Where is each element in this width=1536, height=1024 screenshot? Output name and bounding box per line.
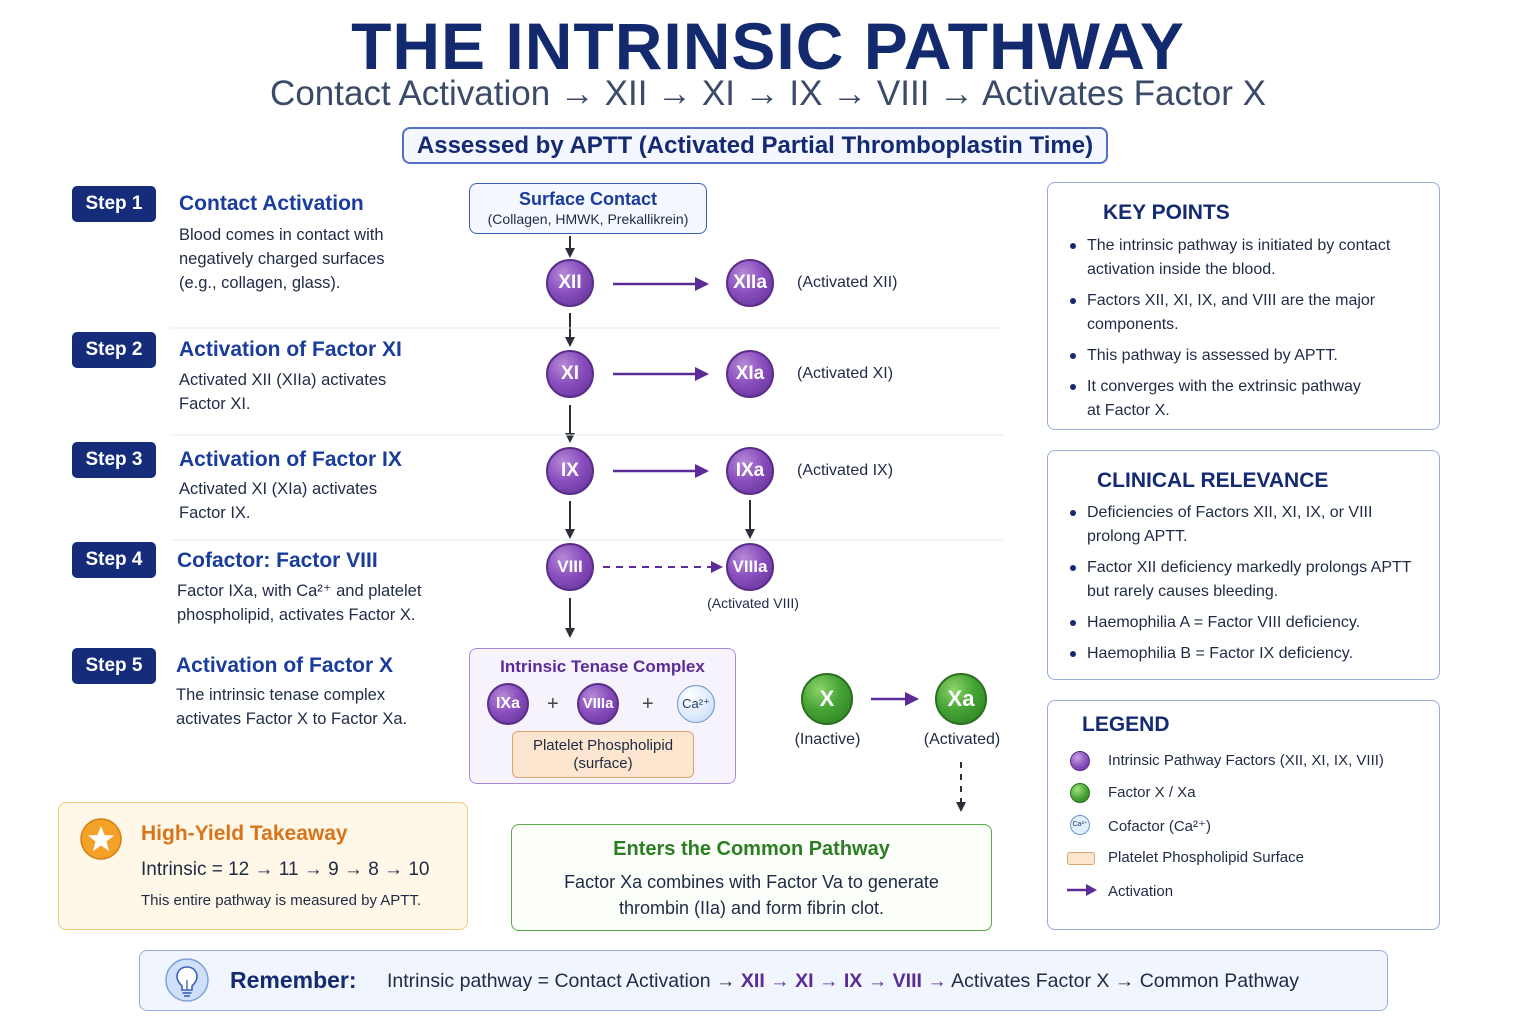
list-item: Haemophilia B = Factor IX deficiency. (1067, 642, 1432, 666)
legend-item: Cofactor (Ca²⁺) (1108, 818, 1211, 835)
clinical-relevance-title: CLINICAL RELEVANCE (1097, 469, 1329, 492)
factor-xa-node: Xa (935, 673, 987, 725)
factor-xia-node: XIa (726, 350, 774, 398)
tenase-ixa-node: IXa (487, 683, 529, 725)
step-3-title: Activation of Factor IX (179, 448, 402, 471)
purple-circle-icon (1070, 751, 1090, 771)
common-pathway-box: Enters the Common Pathway Factor Xa comb… (511, 824, 992, 931)
factor-ixa-label: (Activated IX) (797, 462, 894, 479)
step-1-title: Contact Activation (179, 192, 364, 215)
common-pathway-title: Enters the Common Pathway (613, 838, 890, 860)
takeaway-formula: Intrinsic = 12 → 11 → 9 → 8 → 10 (141, 859, 430, 880)
surface-contact-title: Surface Contact (518, 189, 658, 209)
factor-xii-node: XII (546, 259, 594, 307)
step-1-desc: Blood comes in contact with negatively c… (179, 226, 385, 292)
remember-bar: Remember: Intrinsic pathway = Contact Ac… (139, 950, 1388, 1011)
list-item: Factors XII, XI, IX, and VIII are the ma… (1067, 289, 1427, 337)
plus-sign: + (547, 693, 559, 715)
factor-viiia-node: VIIIa (726, 543, 774, 591)
remember-text: Intrinsic pathway = Contact Activation →… (387, 970, 1300, 992)
factor-xi-node: XI (546, 350, 594, 398)
key-points-panel: KEY POINTS The intrinsic pathway is init… (1047, 182, 1440, 430)
step-4-desc: Factor IXa, with Ca²⁺ and platelet phosp… (177, 582, 422, 624)
green-circle-icon (1070, 783, 1090, 803)
aptt-banner: Assessed by APTT (Activated Partial Thro… (402, 127, 1108, 164)
factor-x-node: X (801, 673, 853, 725)
plus-sign: + (642, 693, 654, 715)
takeaway-note: This entire pathway is measured by APTT. (141, 892, 422, 909)
page-subtitle: Contact Activation → XII → XI → IX → VII… (270, 74, 1266, 113)
phospholipid-line1: Platelet Phospholipid (532, 737, 674, 754)
step-3-badge: Step 3 (72, 442, 156, 478)
clinical-relevance-list: Deficiencies of Factors XII, XI, IX, or … (1067, 501, 1432, 673)
list-item: Factor XII deficiency markedly prolongs … (1067, 556, 1432, 604)
common-pathway-text: Factor Xa combines with Factor Va to gen… (564, 872, 939, 918)
tenase-title: Intrinsic Tenase Complex (500, 657, 705, 676)
step-4-title: Cofactor: Factor VIII (177, 549, 378, 572)
step-5-badge: Step 5 (72, 648, 156, 684)
platelet-phospholipid-box: Platelet Phospholipid (surface) (512, 731, 694, 778)
remember-label: Remember: (230, 967, 357, 993)
takeaway-box: High-Yield Takeaway Intrinsic = 12 → 11 … (58, 802, 468, 930)
step-5-desc: The intrinsic tenase complex activates F… (176, 686, 408, 728)
legend-panel: LEGEND Intrinsic Pathway Factors (XII, X… (1047, 700, 1440, 930)
surface-contact-box: Surface Contact (Collagen, HMWK, Prekall… (469, 183, 707, 234)
legend-item: Factor X / Xa (1108, 784, 1196, 801)
factor-viii-node: VIII (546, 543, 594, 591)
list-item: This pathway is assessed by APTT. (1067, 344, 1427, 368)
factor-ix-node: IX (546, 447, 594, 495)
key-points-title: KEY POINTS (1103, 201, 1230, 224)
takeaway-title: High-Yield Takeaway (141, 822, 348, 845)
phospholipid-swatch-icon (1067, 852, 1095, 865)
step-2-badge: Step 2 (72, 332, 156, 368)
tenase-complex-box: Intrinsic Tenase Complex IXa + VIIIa + C… (469, 648, 736, 784)
arrow-icon (1067, 884, 1097, 896)
factor-viiia-label: (Activated VIII) (707, 595, 799, 611)
factor-ixa-node: IXa (726, 447, 774, 495)
legend-title: LEGEND (1082, 713, 1170, 736)
tenase-viiia-node: VIIIa (577, 683, 619, 725)
legend-item: Activation (1108, 883, 1174, 900)
list-item: Haemophilia A = Factor VIII deficiency. (1067, 611, 1432, 635)
step-5-title: Activation of Factor X (176, 654, 394, 677)
legend-item: Intrinsic Pathway Factors (XII, XI, IX, … (1108, 752, 1384, 769)
factor-xa-label: (Activated) (923, 731, 1001, 748)
step-4-badge: Step 4 (72, 542, 156, 578)
step-2-title: Activation of Factor XI (179, 338, 402, 361)
step-3-desc: Activated XI (XIa) activates Factor IX. (179, 480, 378, 522)
step-1-badge: Step 1 (72, 186, 156, 222)
surface-contact-sub: (Collagen, HMWK, Prekallikrein) (487, 211, 689, 227)
key-points-list: The intrinsic pathway is initiated by co… (1067, 234, 1427, 430)
factor-x-label: (Inactive) (794, 731, 861, 748)
list-item: Deficiencies of Factors XII, XI, IX, or … (1067, 501, 1432, 549)
clinical-relevance-panel: CLINICAL RELEVANCE Deficiencies of Facto… (1047, 450, 1440, 680)
star-icon (80, 818, 122, 860)
calcium-icon: Ca²⁺ (677, 685, 715, 723)
legend-item: Platelet Phospholipid Surface (1108, 849, 1304, 866)
calcium-icon: Ca²⁺ (1070, 815, 1090, 835)
factor-xia-label: (Activated XI) (797, 365, 894, 382)
factor-xiia-label: (Activated XII) (797, 274, 898, 291)
list-item: The intrinsic pathway is initiated by co… (1067, 234, 1427, 282)
phospholipid-line2: (surface) (573, 755, 633, 772)
step-2-desc: Activated XII (XIIa) activates Factor XI… (179, 371, 387, 413)
lightbulb-icon (165, 958, 209, 1002)
page-title: THE INTRINSIC PATHWAY (351, 9, 1185, 83)
factor-xiia-node: XIIa (726, 259, 774, 307)
